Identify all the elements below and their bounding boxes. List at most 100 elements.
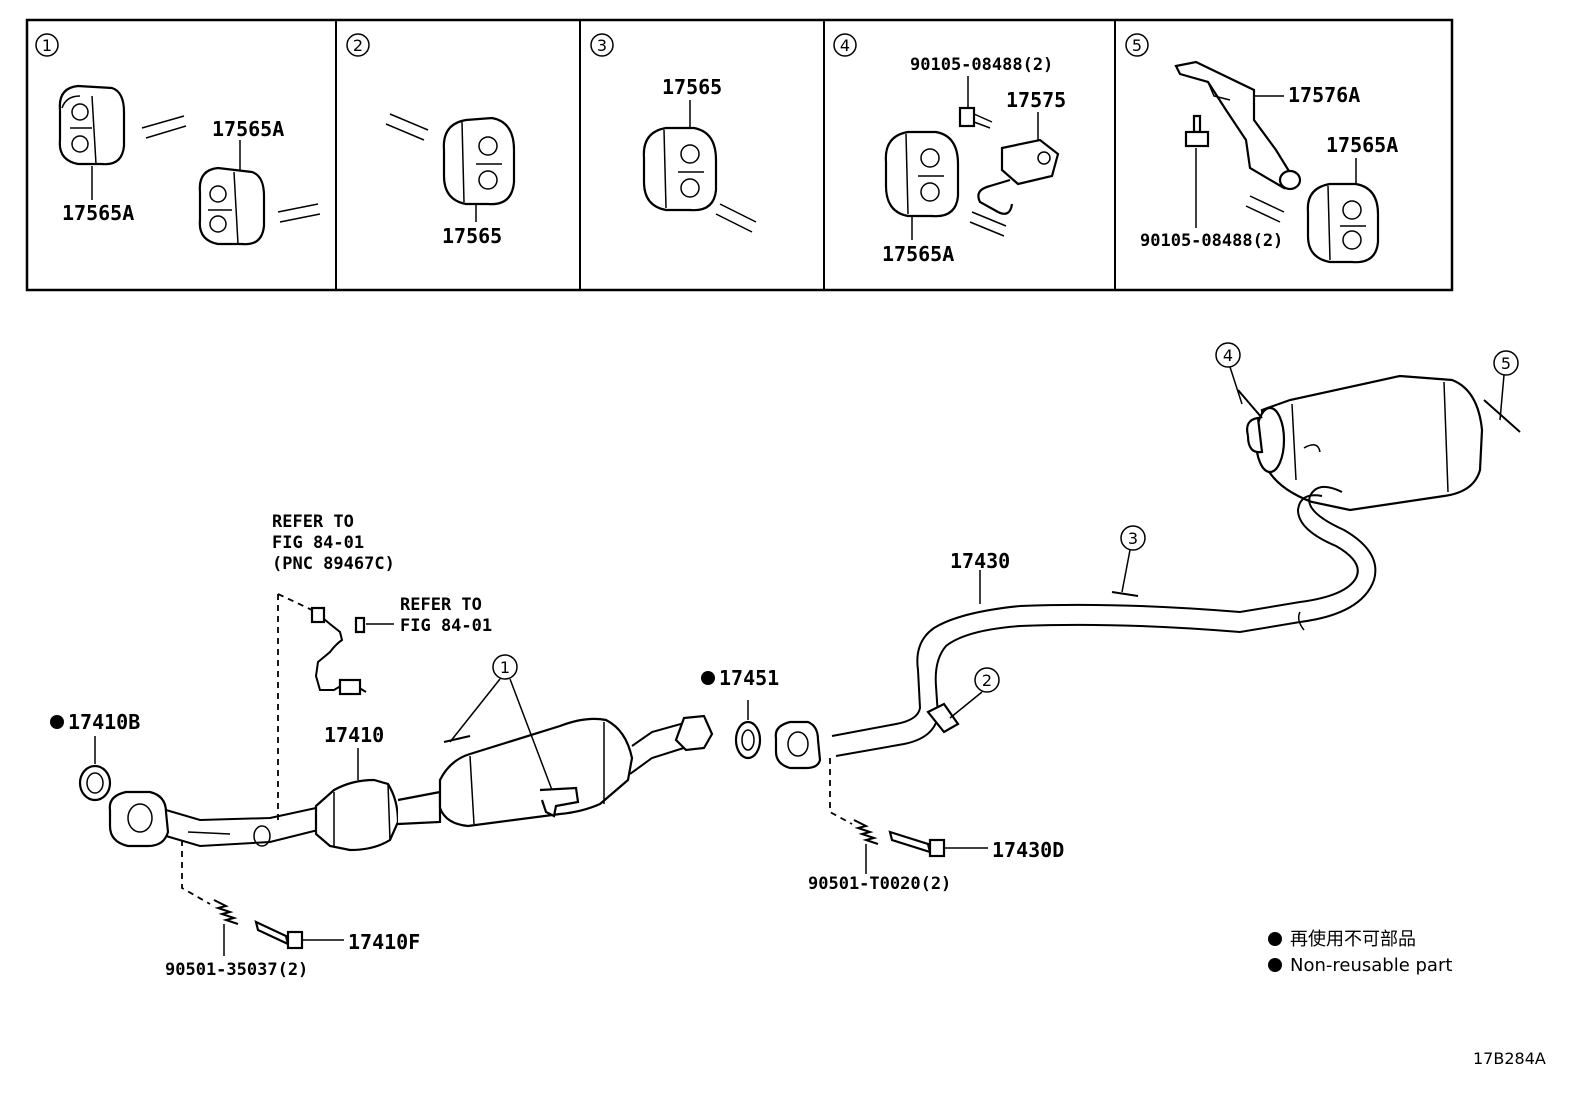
part-label: 90105-08488(2) — [910, 55, 1053, 75]
svg-text:3: 3 — [1128, 529, 1138, 548]
rubber-hanger — [1306, 182, 1380, 264]
pipe-hanger-rod — [1111, 591, 1139, 597]
svg-text:2: 2 — [982, 671, 992, 690]
panel-1: 1 17565A 17565A — [35, 33, 321, 246]
svg-text:4: 4 — [1223, 346, 1233, 365]
part-label: 17565A — [62, 201, 134, 225]
catalytic-converter-front — [314, 778, 400, 852]
panel-number: 4 — [840, 36, 850, 55]
panel-number: 5 — [1132, 36, 1142, 55]
part-label-17451: 17451 — [719, 666, 779, 690]
hanger-rod — [277, 203, 321, 223]
converter-hanger-bracket — [539, 786, 580, 818]
panel-number-badge — [35, 33, 59, 57]
oxygen-sensor — [310, 606, 394, 696]
part-label-17430: 17430 — [950, 549, 1010, 573]
panel-3: 3 17565 — [590, 33, 757, 233]
muffler-hanger-rod — [1237, 389, 1263, 419]
hanger-rod — [141, 115, 187, 139]
top-panels: 1 17565A 17565A — [25, 18, 1454, 292]
main-assembly: 1 2 3 4 5 REFER TO FIG 84-01 (PNC 89467C… — [50, 342, 1521, 980]
non-reusable-dot — [50, 715, 64, 729]
part-label-90501-T0020: 90501-T0020(2) — [808, 874, 951, 894]
panel-2: 2 17565 — [346, 33, 516, 248]
reference-lines — [181, 593, 853, 905]
pipe-flange — [774, 720, 822, 770]
refer-note-line: (PNC 89467C) — [272, 554, 395, 574]
bolt-17430D — [888, 830, 988, 858]
svg-text:5: 5 — [1501, 354, 1511, 373]
part-label-17410B: 17410B — [68, 710, 140, 734]
refer-note-line: FIG 84-01 — [272, 533, 364, 553]
rubber-hanger — [58, 84, 126, 166]
legend-dot — [1268, 932, 1282, 946]
hanger-bracket — [977, 138, 1060, 215]
part-label-17410: 17410 — [324, 723, 384, 747]
muffler-hanger-rod — [1483, 399, 1521, 433]
muffler — [1237, 374, 1521, 512]
part-label: 17565A — [212, 117, 284, 141]
panel-4: 4 90105-08488(2) 17575 — [833, 33, 1066, 266]
panel-number: 1 — [42, 36, 52, 55]
rubber-hanger — [884, 130, 960, 218]
part-label-17410F: 17410F — [348, 930, 420, 954]
panels-frame — [25, 18, 1454, 292]
bolt-17410F — [254, 920, 344, 950]
bolt — [1184, 114, 1210, 148]
sensor-clip — [354, 616, 366, 634]
pipe-hanger-bracket — [926, 702, 960, 734]
panel-number-badge — [590, 33, 614, 57]
hanger-rod — [385, 113, 429, 141]
legend-line-japanese: 再使用不可部品 — [1290, 929, 1416, 950]
callout-4: 4 — [1215, 342, 1243, 405]
panel-5: 5 17576A 90105-08488(2) 17565A — [1125, 33, 1398, 264]
refer-note-line: REFER TO — [400, 595, 482, 615]
converter-hanger-rod — [443, 735, 471, 743]
rear-flange — [674, 714, 714, 752]
refer-note-line: REFER TO — [272, 512, 354, 532]
front-pipe-converter-17410 — [108, 714, 714, 852]
part-label: 17565 — [662, 75, 722, 99]
part-label: 17565A — [1326, 133, 1398, 157]
rubber-hanger — [442, 116, 516, 206]
figure-code: 17B284A — [1473, 1049, 1546, 1068]
spring-17430 — [853, 819, 879, 874]
hanger-rod — [715, 203, 757, 233]
panel-number-badge — [1125, 33, 1149, 57]
spring-17410 — [213, 899, 239, 956]
svg-text:1: 1 — [500, 658, 510, 677]
catalytic-converter-rear — [438, 717, 634, 828]
rubber-hanger — [198, 166, 266, 246]
gasket-17451 — [734, 700, 762, 760]
part-label-90501-35037: 90501-35037(2) — [165, 960, 308, 980]
hanger-rod — [969, 211, 1007, 237]
part-label: 17565A — [882, 242, 954, 266]
bolt — [958, 106, 993, 129]
front-flange — [108, 790, 170, 848]
legend-dot — [1268, 958, 1282, 972]
refer-note-line: FIG 84-01 — [400, 616, 492, 636]
non-reusable-dot — [701, 671, 715, 685]
part-label-17430D: 17430D — [992, 838, 1064, 862]
muffler-hanger-bracket — [1246, 416, 1264, 454]
callout-5: 5 — [1493, 350, 1519, 421]
part-label: 90105-08488(2) — [1140, 231, 1283, 251]
hanger-rod — [1245, 195, 1285, 223]
part-label: 17565 — [442, 224, 502, 248]
rubber-hanger — [642, 126, 718, 212]
part-label: 17576A — [1288, 83, 1360, 107]
gasket-17410B — [78, 736, 112, 802]
legend: 再使用不可部品 Non-reusable part — [1268, 929, 1452, 976]
panel-number-badge — [833, 33, 857, 57]
panel-number-badge — [346, 33, 370, 57]
panel-number: 3 — [597, 36, 607, 55]
callout-2: 2 — [949, 667, 1000, 719]
panel-number: 2 — [353, 36, 363, 55]
hanger-bracket — [1174, 60, 1302, 191]
callout-3: 3 — [1120, 525, 1146, 593]
callout-1: 1 — [449, 654, 553, 791]
part-label: 17575 — [1006, 88, 1066, 112]
legend-line-english: Non-reusable part — [1290, 955, 1452, 976]
exhaust-pipe-17430 — [774, 485, 1377, 770]
